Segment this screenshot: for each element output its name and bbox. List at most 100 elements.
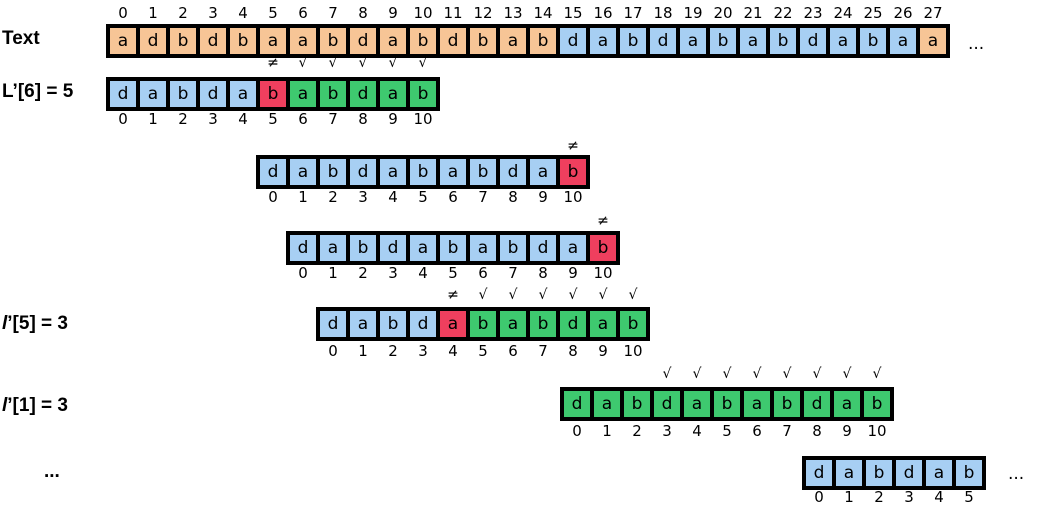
text-index: 12 (473, 4, 493, 22)
pattern-match-mark (320, 214, 346, 228)
pattern-1-cell: a (380, 81, 406, 107)
text-index: 20 (713, 4, 733, 22)
text-cell: b (860, 28, 886, 54)
pattern-index: 4 (238, 110, 248, 128)
pattern-index: 4 (418, 264, 428, 282)
pattern-index: 4 (934, 488, 944, 506)
pattern-index: 2 (632, 422, 642, 440)
pattern-2-cell: b (320, 159, 346, 185)
text-ellipsis: ... (968, 34, 985, 54)
pattern-index: 1 (602, 422, 612, 440)
text-match-mark (440, 56, 466, 70)
pattern-1-cell: a (290, 81, 316, 107)
pattern-6-cell: b (956, 460, 982, 486)
pattern-match-mark: √ (752, 366, 762, 382)
pattern-index: 5 (478, 342, 488, 360)
text-index: 9 (388, 4, 398, 22)
pattern-index: 7 (328, 110, 338, 128)
pattern-4-cell: a (500, 311, 526, 337)
pattern-match-mark (410, 288, 436, 302)
pattern-index: 10 (413, 110, 433, 128)
pattern-index: 8 (538, 264, 548, 282)
pattern-index: 0 (118, 110, 128, 128)
text-index: 6 (298, 4, 308, 22)
text-cell: b (710, 28, 736, 54)
pattern-4-cell: b (530, 311, 556, 337)
pattern-index: 0 (814, 488, 824, 506)
pattern-2-cell: d (500, 159, 526, 185)
text-cell: a (260, 28, 286, 54)
pattern-index: 5 (268, 110, 278, 128)
text-cell: d (350, 28, 376, 54)
pattern-index: 3 (388, 264, 398, 282)
pattern-index: 6 (448, 188, 458, 206)
text-index: 19 (683, 4, 703, 22)
pattern-index: 9 (568, 264, 578, 282)
pattern-4-cell: d (320, 311, 346, 337)
pattern-index: 2 (388, 342, 398, 360)
pattern-match-mark: √ (812, 366, 822, 382)
pattern-1-cell: d (110, 81, 136, 107)
pattern-match-mark (440, 139, 466, 153)
text-cell: a (590, 28, 616, 54)
pattern-1-cell: b (320, 81, 346, 107)
pattern-index: 4 (388, 188, 398, 206)
row-label-l5: l’[5] = 3 (2, 314, 68, 333)
pattern-5-cell: a (684, 391, 710, 417)
pattern-6-cell: a (836, 460, 862, 486)
pattern-match-mark: √ (842, 366, 852, 382)
text-index: 26 (893, 4, 913, 22)
text-index: 5 (268, 4, 278, 22)
text-index: 4 (238, 4, 248, 22)
pattern-match-mark (470, 214, 496, 228)
pattern-match-mark: √ (872, 366, 882, 382)
pattern-match-mark (350, 139, 376, 153)
text-match-mark (830, 56, 856, 70)
text-index: 16 (593, 4, 613, 22)
pattern-5-cell: d (564, 391, 590, 417)
text-match-mark (650, 56, 676, 70)
pattern-match-mark: √ (662, 366, 672, 382)
text-match-mark (890, 56, 916, 70)
text-cell: a (680, 28, 706, 54)
pattern-index: 1 (298, 188, 308, 206)
pattern-4-cell: b (620, 311, 646, 337)
pattern-3-cell: d (290, 235, 316, 261)
pattern-4-cell: a (350, 311, 376, 337)
text-match-mark (140, 56, 166, 70)
text-index: 17 (623, 4, 643, 22)
pattern-4-cell: d (410, 311, 436, 337)
pattern-index: 3 (208, 110, 218, 128)
text-index: 15 (563, 4, 583, 22)
pattern-index: 3 (662, 422, 672, 440)
pattern-index: 3 (904, 488, 914, 506)
pattern-3-cell: a (320, 235, 346, 261)
pattern-3-cell: d (530, 235, 556, 261)
pattern-2-cell: b (560, 159, 586, 185)
pattern-match-mark: √ (568, 287, 578, 303)
pattern-index: 10 (623, 342, 643, 360)
pattern-index: 2 (328, 188, 338, 206)
pattern-5-cell: a (744, 391, 770, 417)
pattern-1-cell: a (140, 81, 166, 107)
pattern-2-cell: a (530, 159, 556, 185)
text-cell: a (500, 28, 526, 54)
pattern-6-cell: d (896, 460, 922, 486)
pattern-match-mark (594, 367, 620, 381)
text-cell: d (800, 28, 826, 54)
pattern-2-cell: a (290, 159, 316, 185)
pattern-index: 8 (358, 110, 368, 128)
text-cell: b (410, 28, 436, 54)
pattern-2-cell: a (440, 159, 466, 185)
pattern-mark-row-2: ≠ (260, 139, 586, 153)
pattern-2-cell: b (410, 159, 436, 185)
text-match-mark: ≠ (267, 55, 279, 71)
pattern-index: 6 (478, 264, 488, 282)
pattern-5-cell: a (834, 391, 860, 417)
pattern-index: 5 (418, 188, 428, 206)
pattern-4-cell: a (590, 311, 616, 337)
pattern-index: 7 (508, 264, 518, 282)
text-match-mark (200, 56, 226, 70)
